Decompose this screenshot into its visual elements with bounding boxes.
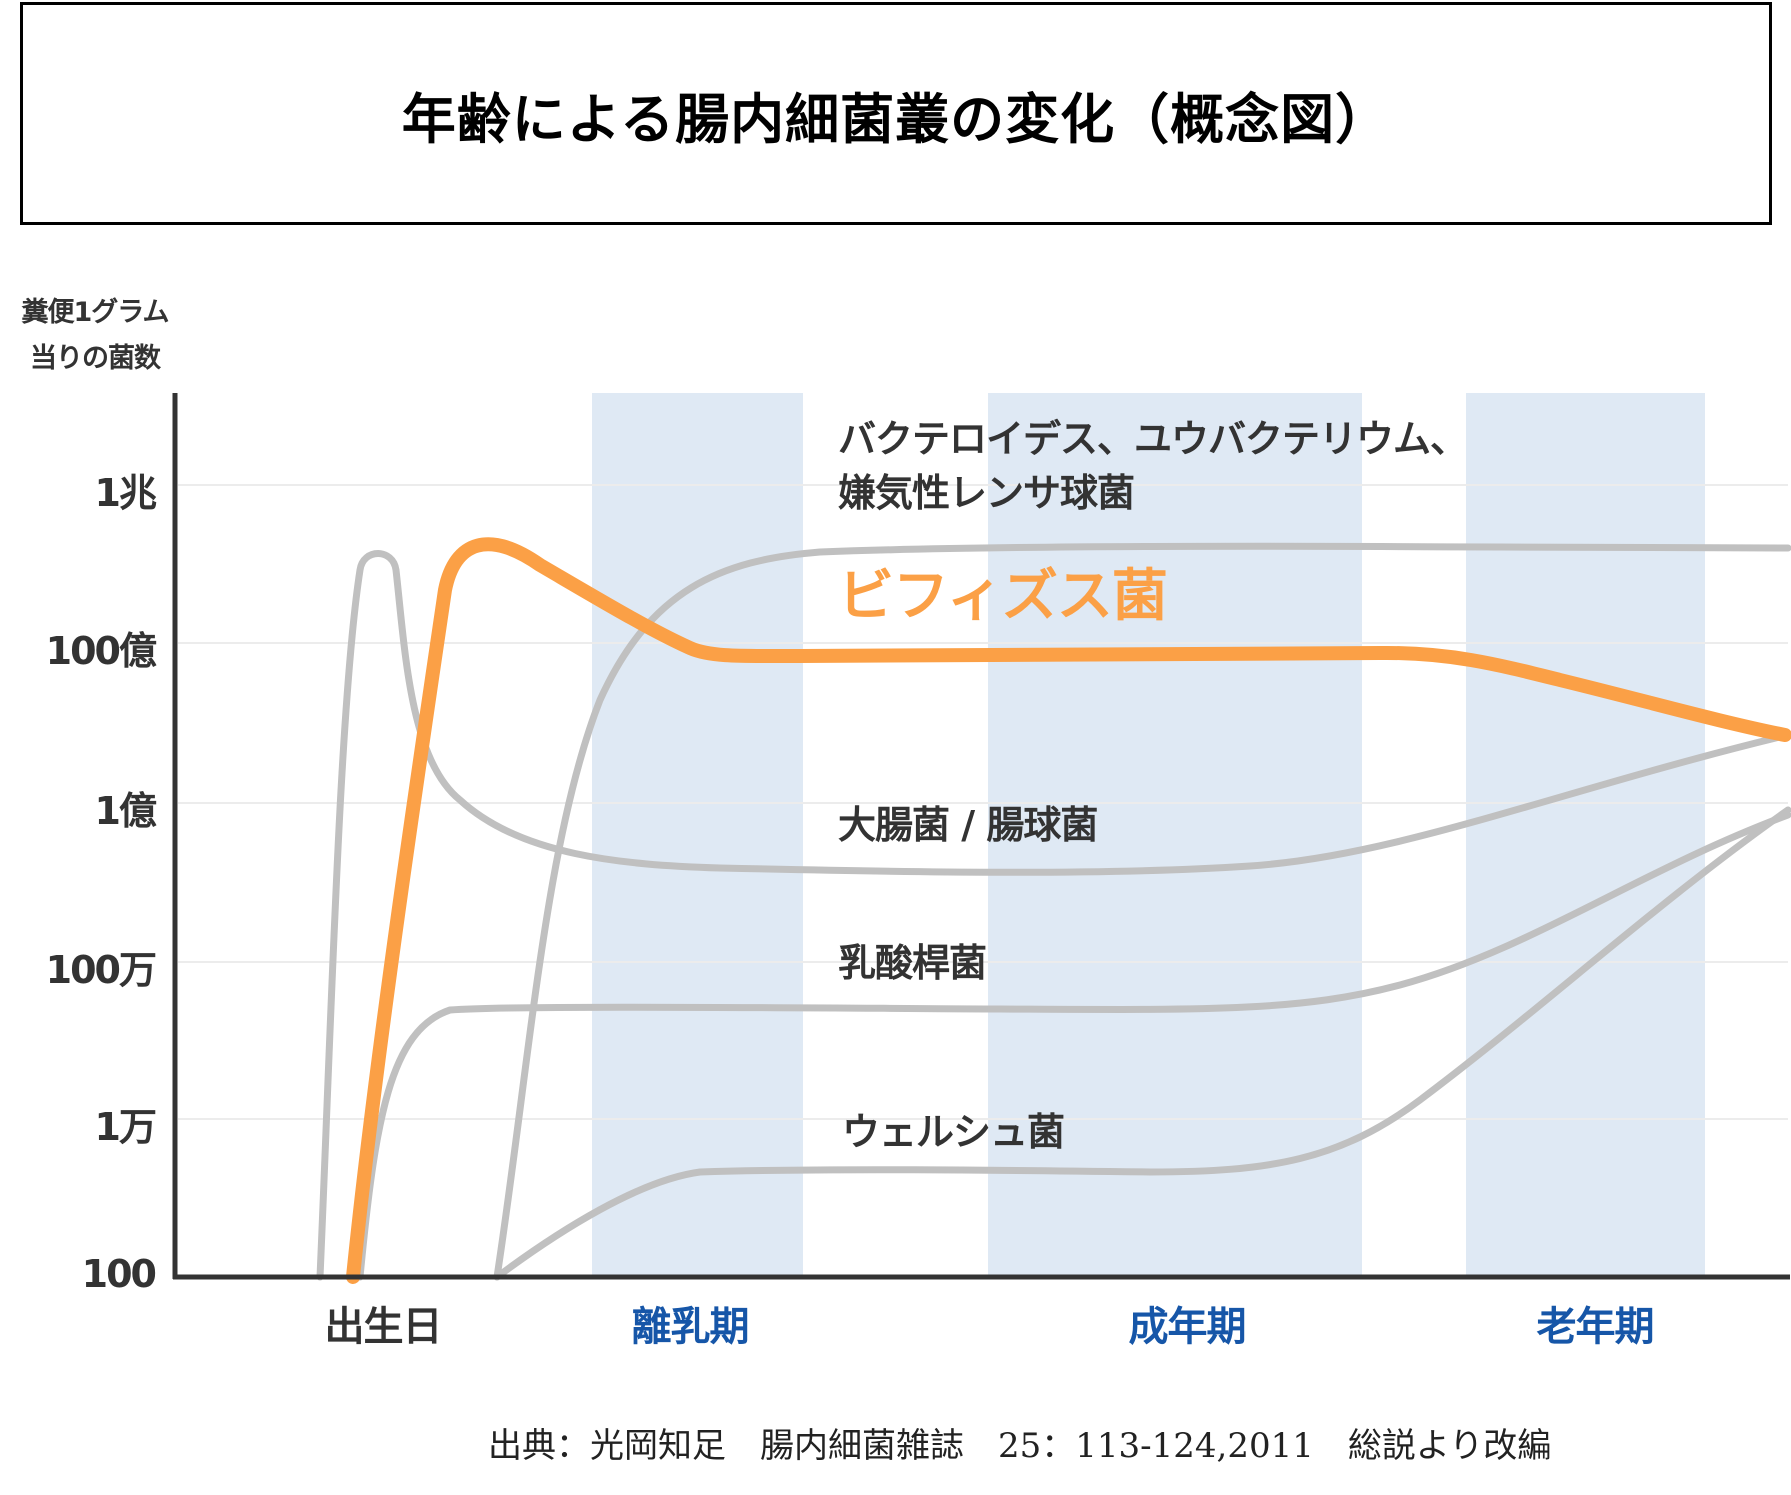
x-tick-weaning: 離乳期 (631, 1304, 750, 1350)
y-tick-1oku: 1億 (94, 789, 157, 833)
gridlines (178, 484, 1788, 1120)
series-label-clostridium: ウェルシュ菌 (842, 1110, 1065, 1154)
band-adult (988, 393, 1362, 1275)
series-label-bifidobacterium: ビフィズス菌 (838, 564, 1168, 629)
x-tick-birth: 出生日 (324, 1304, 443, 1350)
series-label-bacteroides: バクテロイデス、ユウバクテリウム、 嫌気性レンサ球菌 (838, 412, 1468, 520)
series-bifidobacterium-line (346, 537, 1791, 1284)
title-box: 年齢による腸内細菌叢の変化（概念図） (20, 2, 1772, 225)
band-weaning (592, 393, 803, 1275)
series-clostridium-line (493, 806, 1791, 1281)
series-label-lactobacillus: 乳酸桿菌 (838, 941, 987, 985)
citation: 出典：光岡知足 腸内細菌雑誌 25：113-124,2011 総説より改編 (488, 1426, 1552, 1466)
y-axis-label-line2: 当りの菌数 (30, 343, 161, 374)
y-tick-100oku: 100億 (45, 629, 157, 673)
y-tick-100man: 100万 (45, 948, 157, 992)
y-axis-label: 糞便1グラム 当りの菌数 (0, 290, 190, 382)
chart-title: 年齢による腸内細菌叢の変化（概念図） (401, 88, 1391, 151)
y-tick-1cho: 1兆 (94, 471, 157, 515)
y-tick-1man: 1万 (94, 1105, 157, 1149)
series-label-bacteroides-line2: 嫌気性レンサ球菌 (838, 471, 1135, 515)
x-tick-adult: 成年期 (1128, 1304, 1247, 1350)
series-bacteroides-line (493, 542, 1791, 1281)
y-tick-100: 100 (81, 1252, 157, 1296)
x-tick-elderly: 老年期 (1536, 1304, 1655, 1350)
series-label-ecoli: 大腸菌 / 腸球菌 (838, 803, 1098, 847)
series-label-bacteroides-line1: バクテロイデス、ユウバクテリウム、 (838, 417, 1468, 461)
series-ecoli-line (316, 550, 1791, 1281)
y-axis-label-line1: 糞便1グラム (21, 297, 170, 328)
series-lactobacillus-line (356, 811, 1791, 1281)
band-elderly (1466, 393, 1705, 1275)
